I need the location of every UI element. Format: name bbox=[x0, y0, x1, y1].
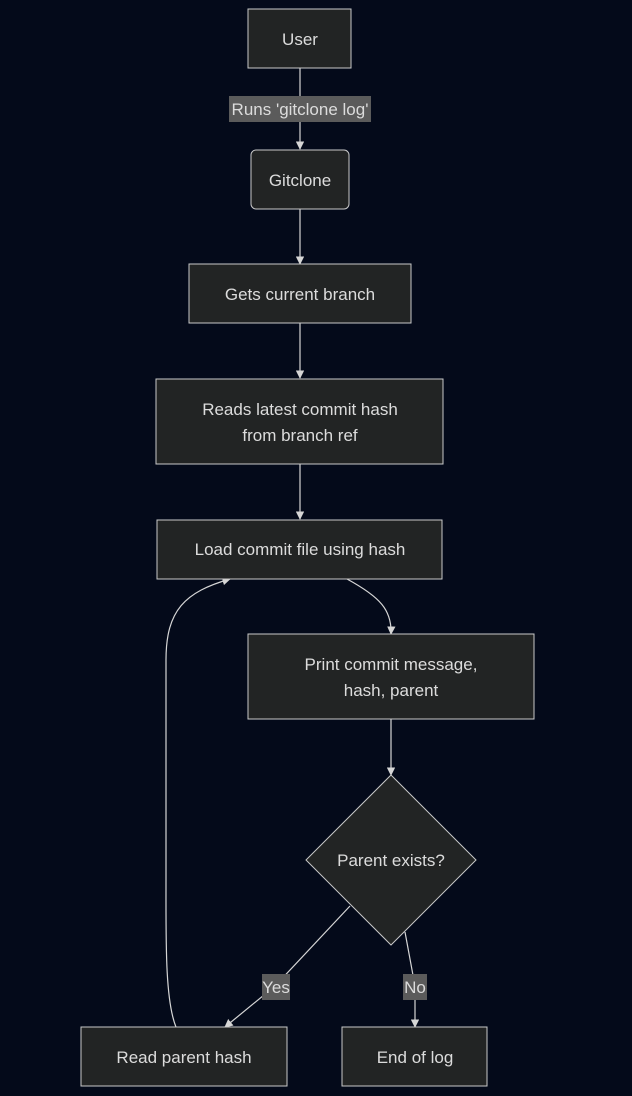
node-print-commit-label-line1: Print commit message, bbox=[305, 655, 478, 674]
node-get-branch-label: Gets current branch bbox=[225, 285, 375, 304]
edge-loop-back bbox=[165, 577, 231, 1028]
node-read-hash: Reads latest commit hash from branch ref bbox=[155, 378, 444, 465]
node-print-commit: Print commit message, hash, parent bbox=[247, 633, 535, 720]
edge-label-yes: Yes bbox=[262, 974, 290, 1000]
edge-load-to-print bbox=[346, 578, 396, 635]
edge-label-no: No bbox=[403, 974, 427, 1000]
node-print-commit-label-line2: hash, parent bbox=[344, 681, 439, 700]
edge-decision-yes bbox=[224, 905, 351, 1028]
node-load-commit-label: Load commit file using hash bbox=[195, 540, 406, 559]
node-read-hash-label-line2: from branch ref bbox=[242, 426, 358, 445]
node-read-parent-label: Read parent hash bbox=[116, 1048, 251, 1067]
node-read-hash-label-line1: Reads latest commit hash bbox=[202, 400, 398, 419]
node-end-of-log-label: End of log bbox=[377, 1048, 454, 1067]
node-gitclone-label: Gitclone bbox=[269, 171, 331, 190]
node-end-of-log: End of log bbox=[341, 1026, 488, 1087]
edge-label-runs-log-text: Runs 'gitclone log' bbox=[232, 100, 369, 119]
edge-label-no-text: No bbox=[404, 978, 426, 997]
node-read-parent: Read parent hash bbox=[80, 1026, 288, 1087]
edge-label-yes-text: Yes bbox=[262, 978, 290, 997]
node-parent-exists-decision: Parent exists? bbox=[305, 774, 477, 946]
node-load-commit: Load commit file using hash bbox=[156, 519, 443, 580]
node-parent-exists-label: Parent exists? bbox=[337, 851, 445, 870]
node-gitclone: Gitclone bbox=[250, 149, 350, 210]
node-user: User bbox=[247, 8, 352, 69]
edge-label-runs-log: Runs 'gitclone log' bbox=[229, 96, 371, 122]
node-get-branch: Gets current branch bbox=[188, 263, 412, 324]
node-user-label: User bbox=[282, 30, 318, 49]
